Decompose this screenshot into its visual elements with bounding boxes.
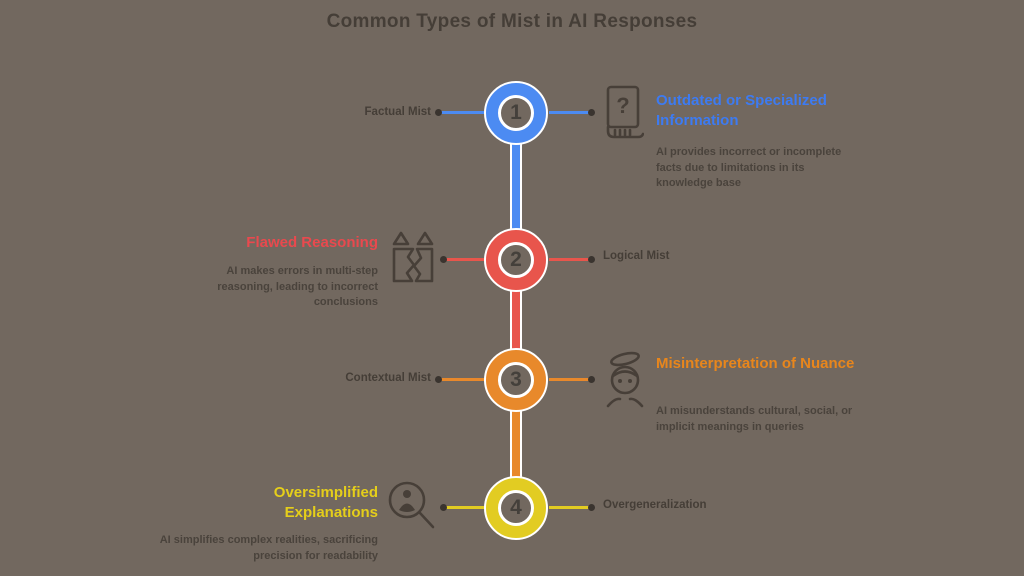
step-2-left-connector bbox=[445, 258, 485, 261]
page-title: Common Types of Mist in AI Responses bbox=[326, 11, 698, 32]
step-1-left-connector bbox=[441, 111, 485, 114]
timeline-bar-2-3 bbox=[510, 288, 522, 354]
step-3-heading: Misinterpretation of Nuance bbox=[656, 355, 855, 372]
step-3-circle-hole: 3 bbox=[498, 362, 534, 398]
svg-text:?: ? bbox=[616, 93, 629, 118]
step-4-description: AI simplifies complex realities, sacrifi… bbox=[159, 534, 378, 562]
step-3-number: 3 bbox=[510, 368, 522, 391]
step-2-heading: Flawed Reasoning bbox=[246, 234, 378, 251]
step-3-left-dot bbox=[435, 376, 442, 383]
step-2-right-connector bbox=[549, 258, 593, 261]
broken-link-icon bbox=[388, 228, 438, 290]
step-4-heading: Oversimplified Explanations bbox=[273, 484, 378, 521]
step-2-right-dot bbox=[588, 256, 595, 263]
step-4-circle: 4 bbox=[484, 476, 548, 540]
step-2-side-label: Logical Mist bbox=[603, 250, 670, 262]
step-1-left-dot bbox=[435, 109, 442, 116]
step-2-number: 2 bbox=[510, 248, 522, 271]
step-1-description: AI provides incorrect or incomplete fact… bbox=[656, 146, 842, 190]
step-1-circle-hole: 1 bbox=[498, 95, 534, 131]
step-4-side-label: Overgeneralization bbox=[603, 499, 707, 511]
step-1-heading: Outdated or Specialized Information bbox=[656, 92, 827, 129]
step-1-number: 1 bbox=[510, 101, 522, 124]
step-1-right-dot bbox=[588, 109, 595, 116]
timeline-bar-1-2 bbox=[510, 140, 522, 235]
step-3-right-dot bbox=[588, 376, 595, 383]
step-4-right-connector bbox=[549, 506, 593, 509]
step-4-number: 4 bbox=[510, 496, 522, 519]
step-3-description: AI misunderstands cultural, social, or i… bbox=[656, 405, 853, 433]
step-1-right-connector bbox=[549, 111, 593, 114]
step-3-left-connector bbox=[441, 378, 485, 381]
step-2-circle-hole: 2 bbox=[498, 242, 534, 278]
magnifier-person-icon bbox=[386, 478, 440, 540]
step-3-right-connector bbox=[549, 378, 593, 381]
step-4-left-connector bbox=[445, 506, 485, 509]
step-2-description: AI makes errors in multi-step reasoning,… bbox=[217, 265, 378, 309]
step-3-side-label: Contextual Mist bbox=[345, 372, 431, 384]
step-1-circle: 1 bbox=[484, 81, 548, 145]
step-4-left-dot bbox=[440, 504, 447, 511]
step-2-left-dot bbox=[440, 256, 447, 263]
step-4-right-dot bbox=[588, 504, 595, 511]
timeline-bar-3-4 bbox=[510, 408, 522, 484]
book-question-icon: ? bbox=[602, 83, 644, 143]
step-4-circle-hole: 4 bbox=[498, 490, 534, 526]
step-2-circle: 2 bbox=[484, 228, 548, 292]
confused-person-icon bbox=[600, 349, 650, 411]
step-3-circle: 3 bbox=[484, 348, 548, 412]
step-1-side-label: Factual Mist bbox=[364, 106, 431, 118]
